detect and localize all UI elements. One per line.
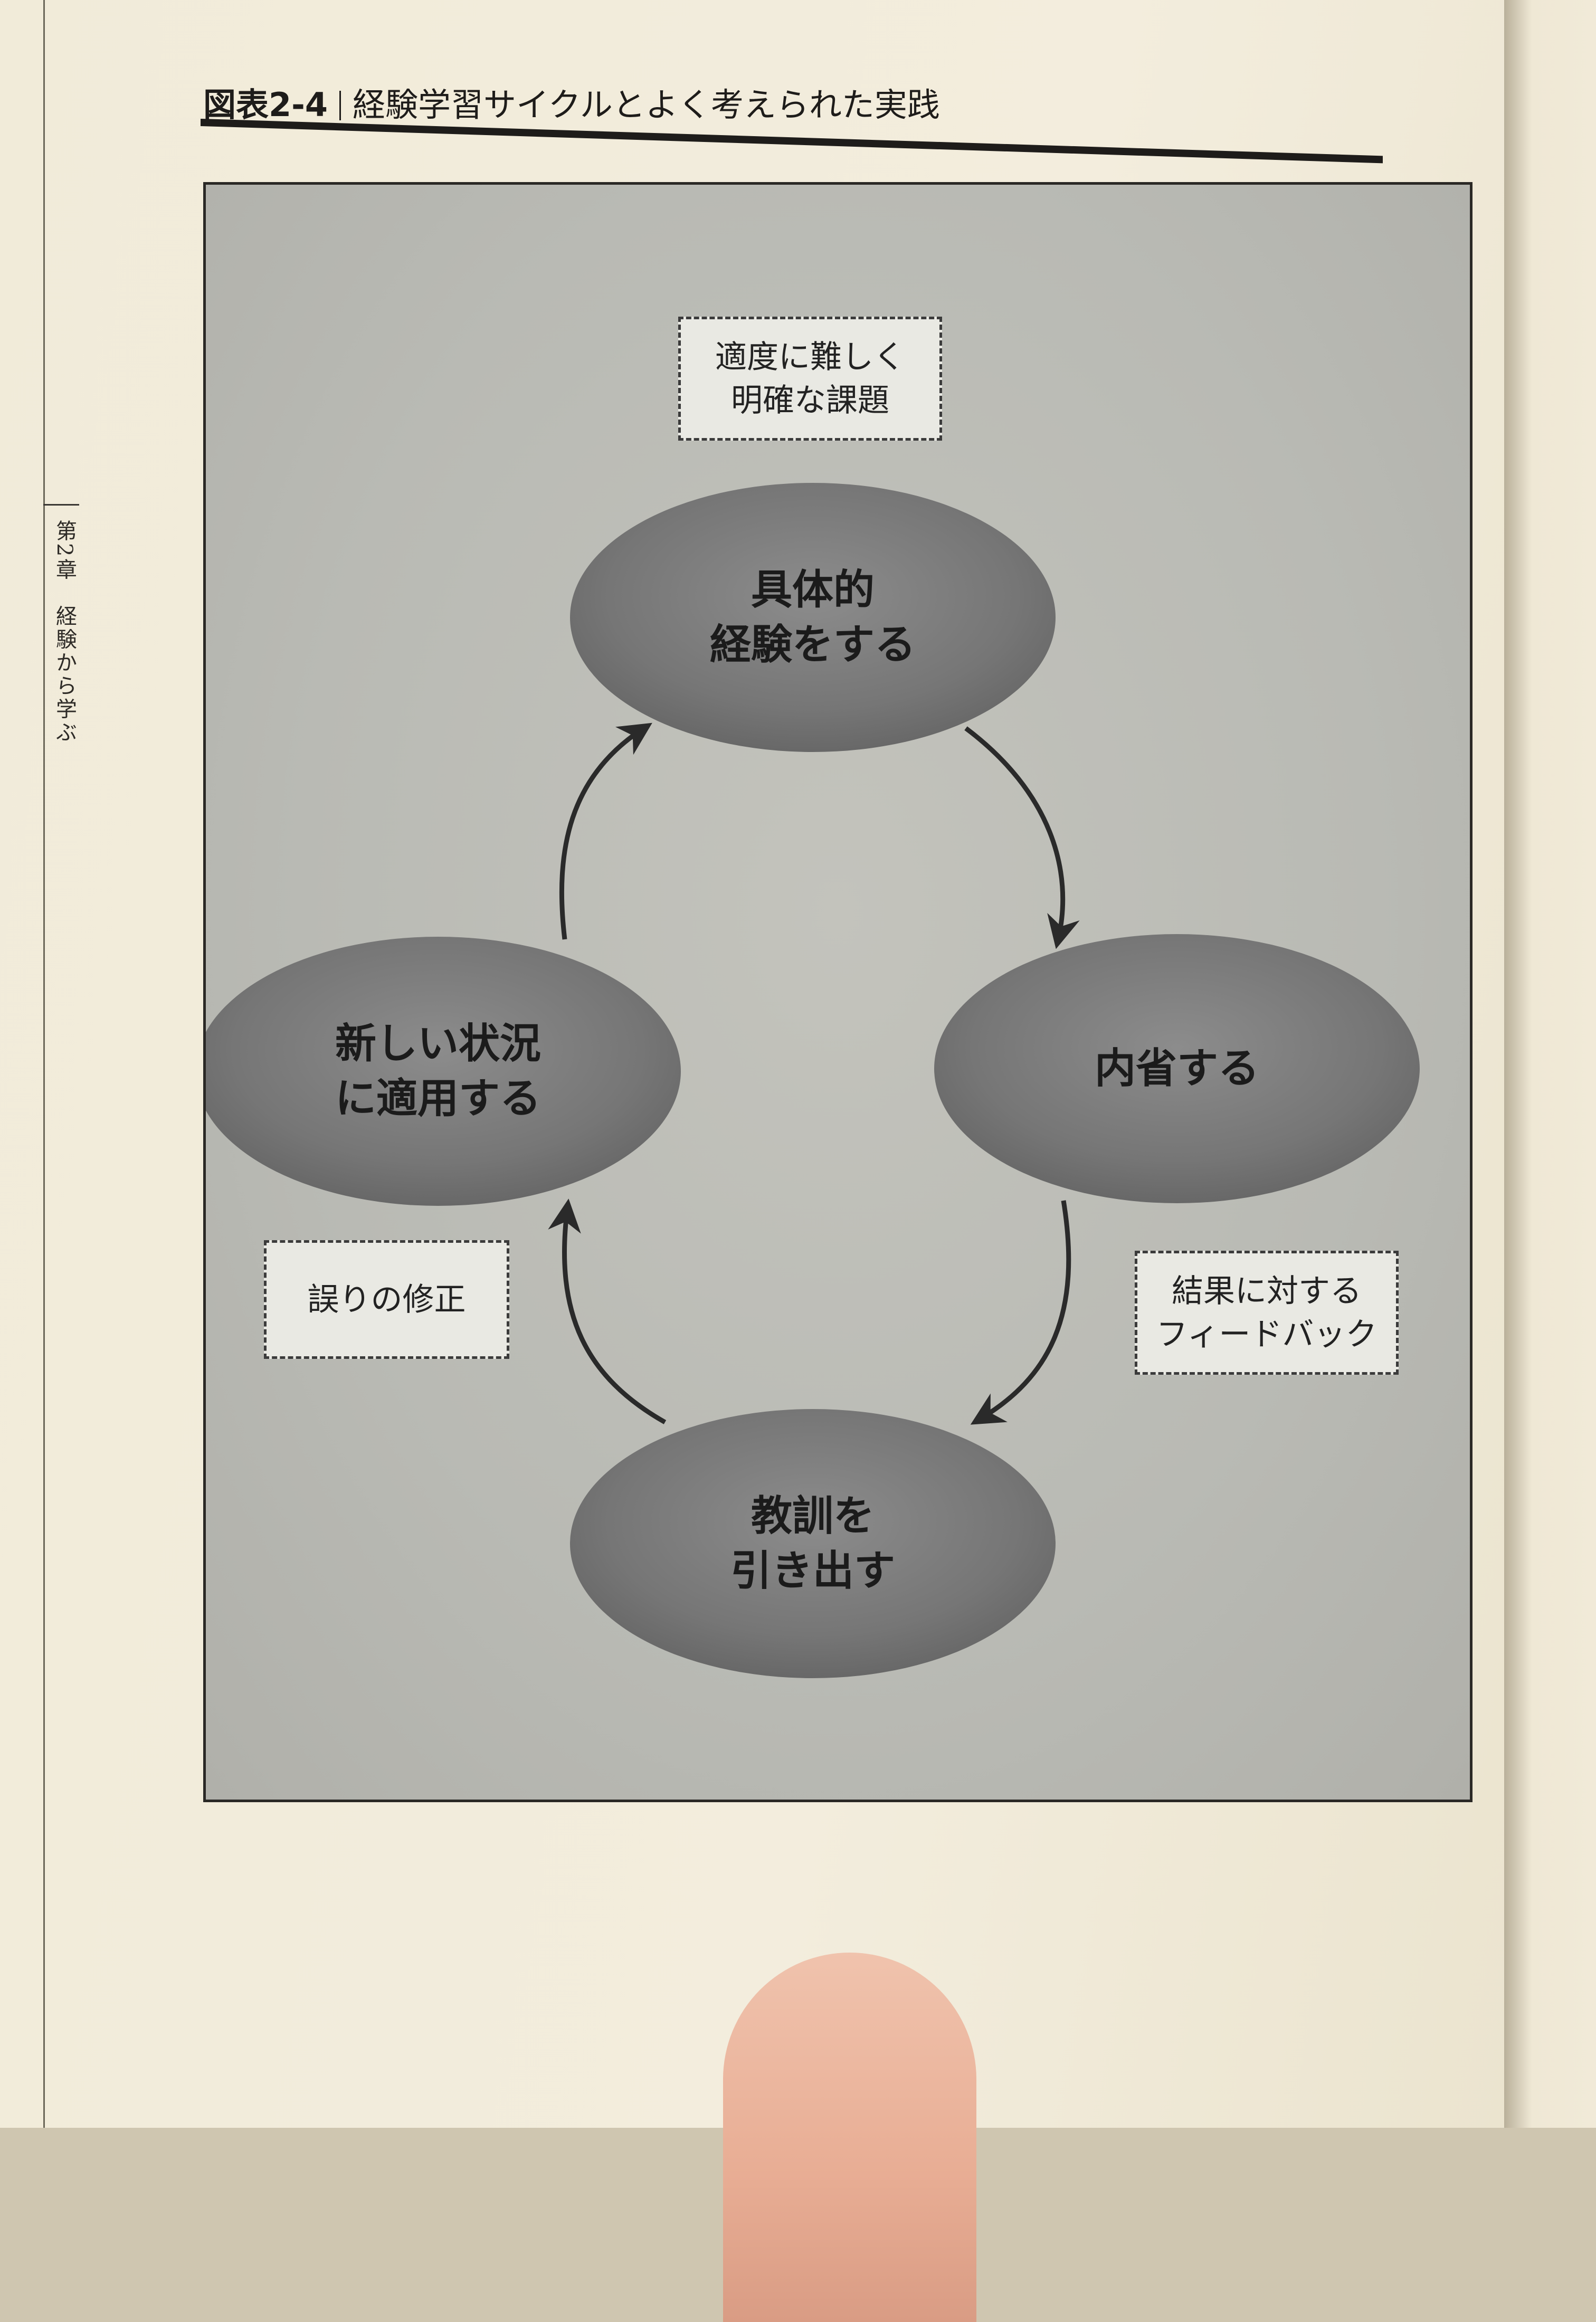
node-apply-new-label: 新しい状況 に適用する — [335, 1016, 541, 1126]
figure-header: 図表2-4 経験学習サイクルとよく考えられた実践 — [203, 78, 940, 126]
note-line: 明確な課題 — [731, 382, 889, 419]
arrow-experience-to-reflect — [964, 726, 1080, 949]
note-line: フィードバック — [1156, 1316, 1378, 1353]
note-correction: 誤りの修正 — [264, 1240, 509, 1359]
node-draw-lessons-label: 教訓を 引き出す — [730, 1489, 895, 1598]
node-reflect — [934, 934, 1420, 1203]
node-concrete-experience-label: 具体的 経験をする — [710, 563, 916, 672]
note-challenge: 適度に難しく 明確な課題 — [678, 317, 942, 441]
fingertip — [723, 1953, 976, 2322]
margin-line — [43, 0, 45, 2128]
node-label-line: 経験をする — [709, 621, 916, 669]
chapter-side-caption: 第2章 経験から学ぶ — [52, 520, 77, 745]
node-label-line: 引き出す — [730, 1547, 896, 1595]
node-concrete-experience — [570, 483, 1056, 752]
header-separator — [339, 91, 341, 120]
node-apply-new — [206, 937, 681, 1206]
note-line: 結果に対する — [1172, 1272, 1362, 1310]
note-line: 適度に難しく — [715, 338, 905, 376]
facing-page-edge — [1504, 0, 1596, 2128]
node-reflect-label: 内省する — [1095, 1041, 1259, 1096]
side-caption-rule — [43, 504, 79, 506]
node-label-line: 内省する — [1094, 1045, 1260, 1092]
figure-label: 図表2-4 — [203, 85, 328, 124]
note-feedback: 結果に対する フィードバック — [1135, 1251, 1399, 1375]
note-line: 誤りの修正 — [307, 1281, 466, 1318]
node-label-line: 新しい状況 — [335, 1020, 542, 1068]
arrow-apply-to-experience — [559, 722, 652, 940]
cycle-diagram — [206, 483, 1420, 1678]
arrow-reflect-to-lessons — [970, 1200, 1071, 1425]
figure-title: 経験学習サイクルとよく考えられた実践 — [353, 85, 940, 124]
diagram-panel: 具体的 経験をする 内省する 教訓を 引き出す 新しい状況 に適用する 適度に難… — [203, 182, 1472, 1802]
node-label-line: に適用する — [335, 1075, 542, 1122]
node-draw-lessons — [570, 1409, 1056, 1678]
node-label-line: 具体的 — [750, 566, 875, 614]
arrow-lessons-to-apply — [548, 1198, 667, 1424]
node-label-line: 教訓を — [750, 1492, 875, 1540]
